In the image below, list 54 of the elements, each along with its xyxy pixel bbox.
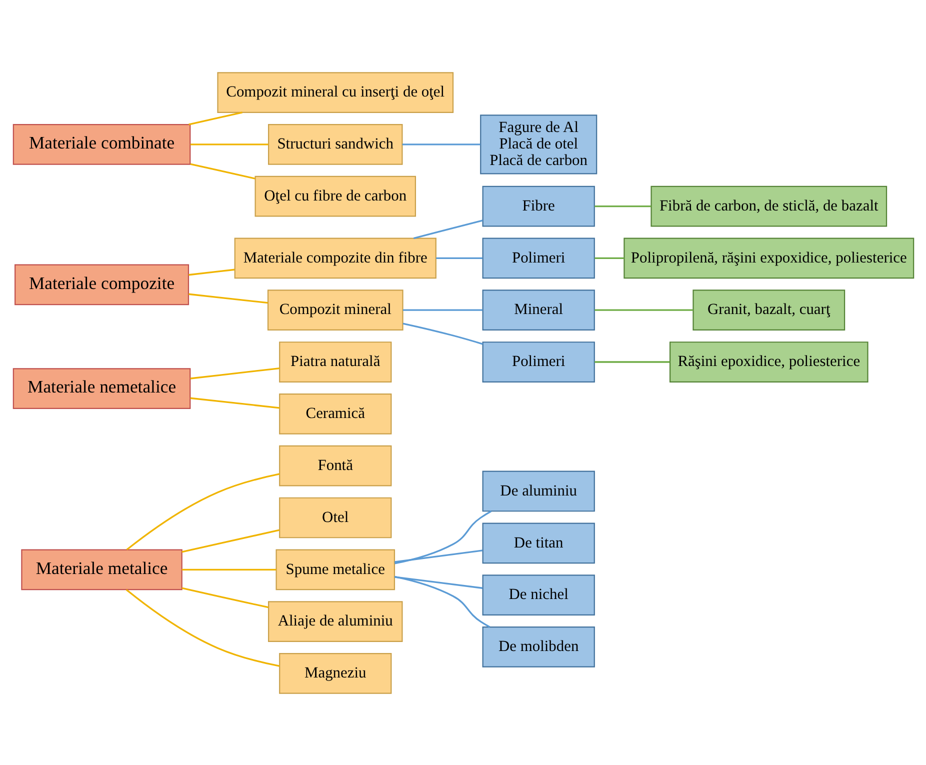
connector	[125, 588, 280, 666]
connector	[402, 143, 480, 145]
node-box: Materiale compozite din fibre	[234, 237, 436, 278]
node-box: Fagure de Al Placă de otel Placă de carbon	[480, 114, 597, 174]
node-box: Aliaje de aluminiu	[268, 600, 402, 642]
node-box: De aluminiu	[482, 470, 594, 512]
connector	[402, 322, 482, 344]
connector	[594, 204, 651, 207]
node-box: Materiale compozite	[14, 264, 189, 305]
node-box: Fontă	[278, 444, 392, 486]
connector	[402, 308, 482, 310]
node-box: Compozit mineral cu inserţi de oţel	[216, 72, 454, 112]
node-box: De nichel	[482, 574, 594, 615]
node-box: Materiale combinate	[12, 124, 190, 164]
connector	[181, 586, 268, 608]
connector	[412, 219, 482, 239]
connector	[126, 472, 280, 550]
connector	[394, 576, 482, 588]
node-box: Răşini epoxidice, poliesterice	[668, 341, 868, 382]
node-box: Otel	[278, 496, 392, 538]
connector	[594, 256, 624, 259]
node-box: Polipropilenă, răşini expoxidice, poliesterice	[623, 237, 914, 278]
connector	[181, 568, 276, 570]
node-box: Polimeri	[482, 237, 594, 278]
connector	[188, 111, 242, 125]
node-box: Oţel cu fibre de carbon	[254, 175, 416, 216]
connector	[394, 575, 490, 628]
connector	[394, 510, 492, 564]
node-box: Materiale metalice	[20, 548, 182, 590]
node-box: Magneziu	[278, 652, 392, 694]
node-box: Materiale nemetalice	[12, 368, 190, 408]
connector	[188, 268, 234, 276]
node-box: Polimeri	[482, 341, 594, 382]
connector	[190, 366, 280, 379]
connector	[436, 256, 482, 259]
connector	[594, 308, 693, 310]
node-box: Piatra naturală	[278, 341, 392, 382]
node-box: Fibre	[482, 185, 594, 226]
node-box: Mineral	[482, 289, 594, 330]
node-box: Compozit mineral	[266, 289, 403, 330]
node-box: De titan	[482, 522, 594, 564]
connector	[190, 396, 280, 408]
node-box: Structuri sandwich	[268, 124, 402, 164]
connector	[394, 549, 482, 562]
connector	[594, 360, 670, 362]
node-box: Spume metalice	[275, 548, 395, 590]
node-box: Fibră de carbon, de sticlă, de bazalt	[650, 185, 887, 226]
connector	[190, 143, 268, 145]
connector	[190, 162, 255, 179]
node-box: Ceramică	[278, 393, 392, 434]
node-box: De molibden	[482, 626, 594, 667]
connector	[188, 292, 268, 304]
connector	[181, 528, 279, 552]
node-box: Granit, bazalt, cuarţ	[692, 289, 845, 330]
